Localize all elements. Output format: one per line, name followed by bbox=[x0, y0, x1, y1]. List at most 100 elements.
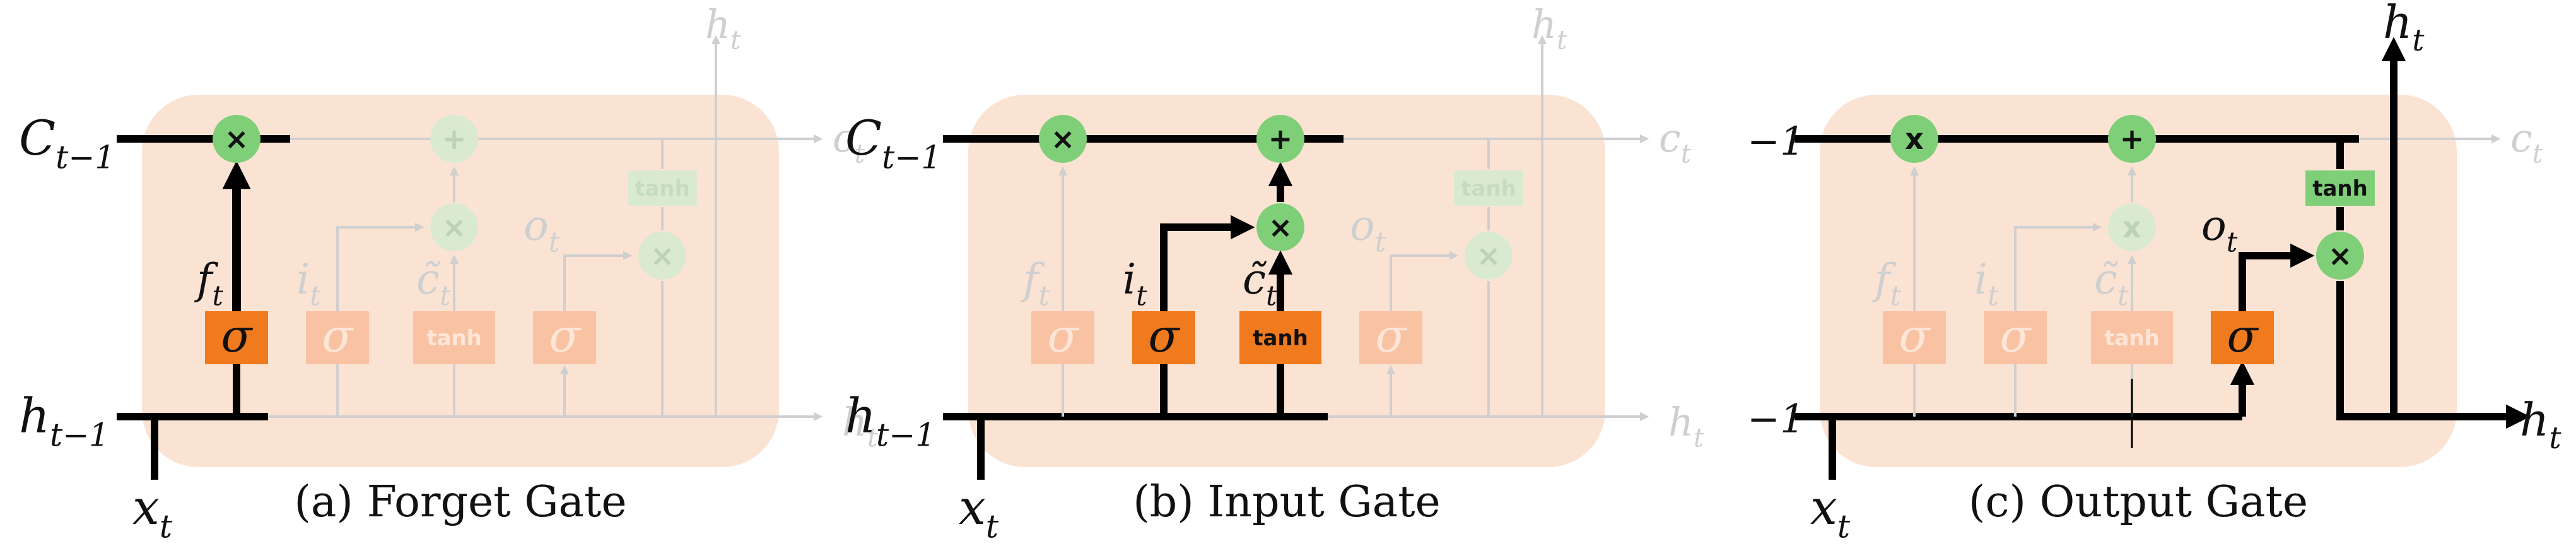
output-multiply-op bbox=[1465, 232, 1513, 280]
label-ht-top-sub: t bbox=[730, 25, 741, 55]
add-op-symbol: + bbox=[442, 122, 467, 156]
label-ht-top: ht bbox=[1531, 1, 1567, 55]
label-ht-out-sub: t bbox=[2549, 421, 2561, 456]
label-ht-top-sub: t bbox=[1557, 25, 1567, 55]
label-ht-out-sub: t bbox=[1694, 422, 1704, 453]
output-sigma-box bbox=[1359, 311, 1422, 364]
label-ht-out: ht bbox=[842, 399, 878, 453]
output-gate-arrow bbox=[2239, 243, 2315, 312]
forget-multiply-op bbox=[1039, 115, 1087, 163]
label-ht-top-base: h bbox=[705, 1, 730, 47]
forget-sigma-box bbox=[205, 311, 268, 364]
add-op-symbol: + bbox=[1268, 122, 1293, 156]
add-op-symbol: + bbox=[2120, 122, 2145, 156]
label-cell-prev-sub: t−1 bbox=[882, 138, 941, 175]
label-ot-sub: t bbox=[2227, 227, 2238, 258]
output-sigma-box bbox=[533, 311, 596, 364]
label-hidden-prev-sub: t−1 bbox=[876, 416, 935, 453]
forget-multiply-op bbox=[213, 115, 261, 163]
label-ct-out-base: c bbox=[2510, 115, 2532, 161]
label-ct-tilde: c̃t bbox=[416, 255, 451, 312]
tanh-input-box bbox=[1239, 311, 1321, 364]
output-multiply-op bbox=[638, 232, 686, 280]
tanh-input-box bbox=[413, 311, 495, 364]
output-multiply-op bbox=[2316, 232, 2364, 280]
input-multiply-op-symbol: × bbox=[442, 210, 467, 244]
label-cell-prev: −1 bbox=[1747, 118, 1805, 164]
label-input-xt: xt bbox=[132, 479, 173, 545]
input-multiply-op bbox=[430, 203, 478, 251]
label-ft-sub: t bbox=[212, 280, 223, 312]
label-ht-out: ht bbox=[1668, 399, 1704, 453]
label-ht-top-sub: t bbox=[2412, 23, 2425, 58]
label-it-sub: t bbox=[310, 280, 321, 312]
label-input-xt: xt bbox=[959, 479, 999, 545]
label-input-xt: xt bbox=[1810, 479, 1851, 545]
label-ct-tilde-base: c̃ bbox=[1243, 255, 1267, 304]
forget-multiply-op-symbol: × bbox=[1051, 122, 1075, 156]
label-ct-tilde-sub: t bbox=[1266, 280, 1277, 312]
label-hidden-prev: ht−1 bbox=[19, 388, 109, 453]
label-ct-tilde: c̃t bbox=[2094, 255, 2129, 312]
panel-background bbox=[968, 95, 1605, 467]
input-gate-arrow bbox=[336, 222, 424, 312]
tanh-input-box-label: tanh bbox=[2104, 326, 2160, 351]
label-ct-tilde-sub: t bbox=[440, 280, 451, 312]
input-multiply-op-symbol: × bbox=[1268, 210, 1293, 244]
forget-multiply-op-symbol: × bbox=[225, 122, 249, 156]
label-ot-sub: t bbox=[1375, 227, 1386, 258]
label-it: it bbox=[1123, 255, 1147, 312]
label-ht-out-base: h bbox=[842, 399, 867, 445]
tanh-output-box bbox=[2305, 170, 2375, 206]
input-multiply-op bbox=[1256, 203, 1304, 251]
label-ft-sub: t bbox=[1890, 280, 1901, 312]
label-ht-out: ht bbox=[2520, 393, 2561, 456]
label-cell-prev-base: C bbox=[19, 110, 56, 166]
label-ct-tilde-base: c̃ bbox=[416, 255, 441, 304]
forget-multiply-op bbox=[1890, 115, 1938, 163]
label-input-xt-base: x bbox=[1810, 479, 1837, 535]
label-ot: ot bbox=[524, 201, 560, 258]
tanh-output-box-label: tanh bbox=[1461, 176, 1516, 201]
tanh-output-box-label: tanh bbox=[635, 176, 690, 201]
label-input-xt-sub: t bbox=[986, 508, 999, 545]
add-op bbox=[1256, 115, 1304, 163]
forget-sigma-box bbox=[1883, 311, 1946, 364]
label-it-base: i bbox=[296, 255, 310, 304]
label-ct-out-base: c bbox=[833, 115, 855, 161]
label-ct-out: ct bbox=[1659, 115, 1692, 169]
output-multiply-op-symbol: × bbox=[2328, 239, 2353, 273]
label-ot-base: o bbox=[2201, 201, 2227, 250]
label-ft-sub: t bbox=[1038, 280, 1050, 312]
label-ht-top: ht bbox=[2383, 0, 2425, 58]
output-gate-arrow bbox=[563, 251, 633, 312]
label-cell-prev: Ct−1 bbox=[845, 110, 941, 175]
output-sigma-box-label: σ bbox=[1375, 309, 1407, 362]
panel-background bbox=[142, 95, 779, 467]
label-ot-sub: t bbox=[549, 227, 560, 258]
label-hidden-prev-sub: t−1 bbox=[50, 416, 109, 453]
forget-sigma-box-label: σ bbox=[1899, 309, 1931, 362]
panel-caption: (b) Input Gate bbox=[1133, 477, 1441, 527]
input-gate-arrow bbox=[2014, 222, 2102, 312]
input-sigma-box-label: σ bbox=[322, 309, 354, 362]
tanh-output-box bbox=[628, 170, 697, 206]
label-input-xt-sub: t bbox=[160, 508, 173, 545]
input-sigma-box-label: σ bbox=[1999, 309, 2032, 362]
label-hidden-prev: ht−1 bbox=[845, 388, 935, 453]
label-cell-prev-sub: t−1 bbox=[56, 138, 115, 175]
output-sigma-box bbox=[2211, 311, 2274, 364]
label-ht-top: ht bbox=[705, 1, 741, 55]
output-to-ht-arrow bbox=[2336, 281, 2531, 429]
label-ht-out-base: h bbox=[2520, 393, 2549, 446]
label-ht-top-base: h bbox=[2383, 0, 2412, 49]
label-ct-tilde: c̃t bbox=[1243, 255, 1277, 312]
label-hidden-prev-base: h bbox=[845, 388, 876, 444]
input-multiply-op bbox=[2108, 203, 2156, 251]
label-input-xt-base: x bbox=[959, 479, 986, 535]
label-ht-out-base: h bbox=[1668, 399, 1694, 445]
input-sigma-box bbox=[306, 311, 369, 364]
